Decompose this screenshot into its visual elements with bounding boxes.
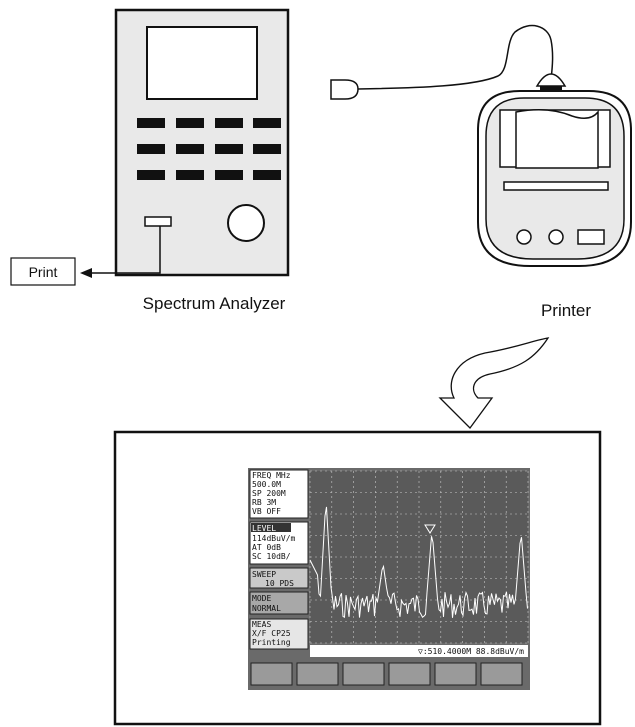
printer-button-right: [548, 229, 564, 245]
analyzer-key: [137, 144, 165, 154]
printer-button-left: [516, 229, 532, 245]
marker-readout: ▽:510.4000M 88.8dBuV/m: [418, 647, 524, 656]
printer-display-small: [577, 229, 605, 245]
analyzer-display: [146, 26, 258, 100]
sweep-line-0: SWEEP: [252, 570, 276, 579]
print-label-box: [10, 257, 76, 286]
printer-cable: [330, 24, 567, 100]
marker-readout-bar: [310, 645, 528, 657]
meas-line-0: MEAS: [252, 620, 271, 629]
softkey-row: [250, 662, 523, 686]
print-callout: Print: [10, 226, 161, 286]
level-line-0: LEVEL: [252, 524, 276, 533]
freq-line-0: FREQ MHz: [252, 471, 291, 480]
softkey-5: [434, 662, 477, 686]
spectrum-analyzer-device: [114, 8, 290, 277]
analyzer-key: [215, 118, 243, 128]
analyzer-key: [176, 144, 204, 154]
plot-grid: [309, 470, 529, 644]
softkey-1: [250, 662, 293, 686]
sweep-line-1: 10 PDS: [265, 579, 294, 588]
printer-label: Printer: [541, 301, 591, 320]
analyzer-knob: [227, 204, 265, 242]
cable-wire: [357, 24, 554, 90]
print-callout-arrowhead: [80, 268, 92, 278]
cable-plug: [535, 73, 567, 87]
spectrum-trace: [309, 506, 528, 619]
analyzer-key: [215, 144, 243, 154]
printer-paper: [515, 109, 599, 169]
level-line-3: SC 10dB/: [252, 552, 291, 561]
level-line-1: 114dBuV/m: [252, 534, 296, 543]
analyzer-key: [137, 118, 165, 128]
meas-line-1: X/F CP25: [252, 629, 291, 638]
analyzer-key: [137, 170, 165, 180]
analyzer-keypad: [137, 118, 281, 180]
screen-sidebar: FREQ MHz 500.0M SP 200M RB 3M VB OFF LEV…: [249, 469, 309, 650]
softkey-3: [342, 662, 385, 686]
printer-slot: [503, 181, 609, 191]
printer-port: [540, 86, 562, 91]
mode-line-1: NORMAL: [252, 604, 281, 613]
freq-line-2: SP 200M: [252, 489, 286, 498]
analyzer-key: [176, 170, 204, 180]
level-header-bg: [251, 523, 291, 532]
analyzer-key: [215, 170, 243, 180]
printed-screen: FREQ MHz 500.0M SP 200M RB 3M VB OFF LEV…: [248, 468, 530, 690]
freq-line-1: 500.0M: [252, 480, 281, 489]
printer-device: [477, 90, 632, 267]
sweep-panel: [249, 567, 309, 589]
cable-connector: [330, 79, 359, 100]
softkey-2: [296, 662, 339, 686]
analyzer-key: [253, 170, 281, 180]
print-callout-line: [88, 226, 161, 274]
print-label: Print: [29, 264, 58, 280]
softkey-4: [388, 662, 431, 686]
marker-icon: [424, 524, 436, 534]
softkey-6: [480, 662, 523, 686]
analyzer-key: [253, 118, 281, 128]
print-button: [144, 216, 172, 227]
meas-line-2: Printing: [252, 638, 291, 647]
freq-line-4: VB OFF: [252, 507, 281, 516]
meas-panel: [249, 618, 309, 650]
level-line-2: AT 0dB: [252, 543, 281, 552]
analyzer-key: [253, 144, 281, 154]
mode-line-0: MODE: [252, 594, 271, 603]
analyzer-key: [176, 118, 204, 128]
curved-arrow: [438, 337, 550, 429]
mode-panel: [249, 591, 309, 615]
freq-line-3: RB 3M: [252, 498, 276, 507]
freq-panel: [249, 469, 309, 519]
spectrum-analyzer-label: Spectrum Analyzer: [143, 294, 286, 313]
